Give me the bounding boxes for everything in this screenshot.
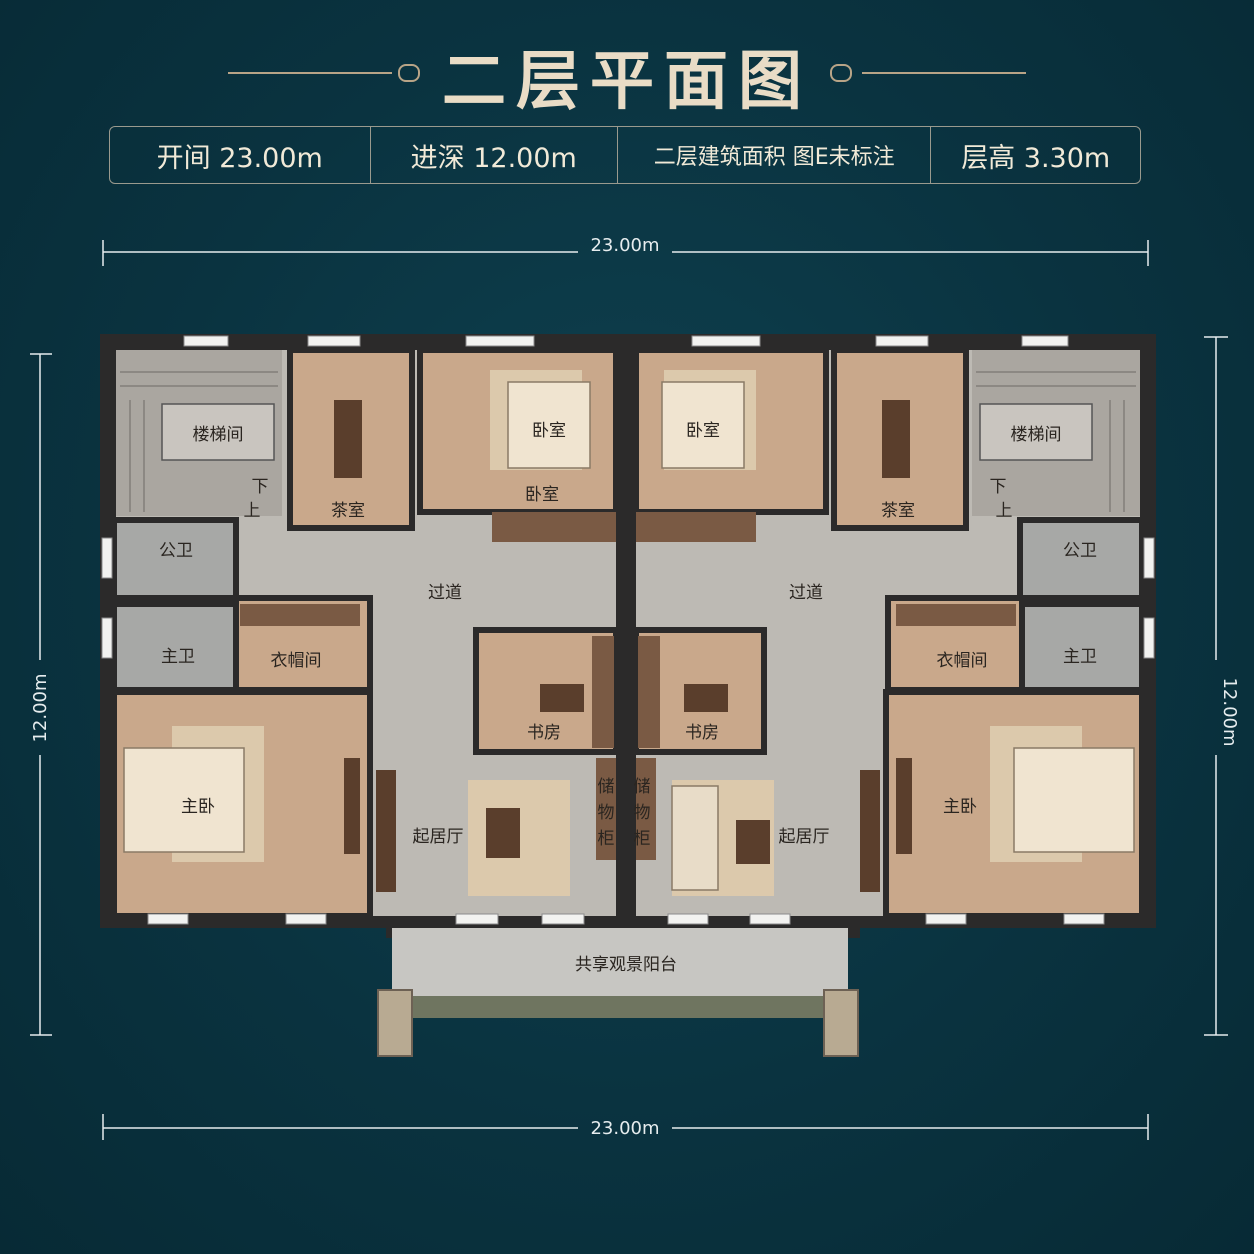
stair-core-left (161, 403, 275, 461)
label-up-left: 上 (244, 501, 261, 521)
label-storage-left-1: 储 (598, 777, 615, 797)
label-living-right: 起居厅 (779, 827, 830, 847)
public-bath-left (111, 517, 239, 601)
stair-steps (120, 371, 1136, 512)
title-rule-right (862, 72, 1026, 74)
label-study-left: 书房 (527, 723, 561, 743)
balcony-planter (412, 996, 824, 1018)
living-right-sofa (671, 785, 719, 891)
label-bedroom-left: 卧室 (525, 485, 559, 505)
public-bath-right (1017, 517, 1145, 601)
label-storage-left-3: 柜 (598, 829, 615, 849)
label-storage-left-2: 物 (598, 803, 615, 823)
label-down-left: 下 (252, 477, 269, 497)
study-right-desk (684, 684, 728, 712)
label-public-bath-right: 公卫 (1063, 541, 1097, 561)
label-bedroom-left-bed: 卧室 (532, 421, 566, 441)
label-study-right: 书房 (685, 723, 719, 743)
label-stair-right: 楼梯间 (1011, 425, 1062, 445)
dimension-bottom (102, 1114, 1149, 1140)
label-bedroom-right-bed: 卧室 (686, 421, 720, 441)
dimension-left (30, 353, 52, 1036)
balcony-pillar-right (823, 989, 859, 1057)
bedroom-right-bed (661, 381, 745, 469)
dimension-right (1204, 336, 1228, 1036)
tea-table-right (882, 400, 910, 478)
study-right-shelf (638, 636, 660, 748)
label-tea-left: 茶室 (331, 501, 365, 521)
study-left-desk (540, 684, 584, 712)
master-left-bed (123, 747, 245, 853)
dim-right-label: 12.00m (1219, 677, 1240, 746)
info-bar: 开间 23.00m 进深 12.00m 二层建筑面积 图E未标注 层高 3.30… (109, 126, 1141, 184)
master-right-tv (896, 758, 912, 854)
storage-right (636, 758, 656, 860)
closet-left-shelf (240, 604, 360, 626)
label-master-right: 主卧 (943, 797, 977, 817)
master-left-tv (344, 758, 360, 854)
living-right-table (736, 820, 770, 864)
balcony-pillar-left (377, 989, 413, 1057)
dim-bottom-label: 23.00m (590, 1118, 659, 1139)
storage-left (596, 758, 616, 860)
master-right-bed (1013, 747, 1135, 853)
label-up-right: 上 (996, 501, 1013, 521)
tea-room-right (831, 347, 969, 531)
label-master-left: 主卧 (181, 797, 215, 817)
dim-left-label: 12.00m (30, 673, 51, 742)
label-public-bath-left: 公卫 (159, 541, 193, 561)
closet-right-shelf (896, 604, 1016, 626)
label-closet-right: 衣帽间 (937, 651, 988, 671)
title-rule-left (228, 72, 392, 74)
living-left-table (486, 808, 520, 858)
dim-top-label: 23.00m (590, 235, 659, 256)
label-master-bath-right: 主卫 (1063, 647, 1097, 667)
study-left-shelf (592, 636, 614, 748)
info-height: 层高 3.30m (961, 142, 1111, 174)
info-width: 开间 23.00m (110, 127, 371, 183)
label-living-left: 起居厅 (413, 827, 464, 847)
living-left-tv (376, 770, 396, 892)
label-storage-right-2: 物 (634, 803, 651, 823)
dimension-top (102, 240, 1149, 266)
label-master-bath-left: 主卫 (161, 647, 195, 667)
label-down-right: 下 (990, 477, 1007, 497)
label-corridor-right: 过道 (789, 583, 823, 603)
windows (101, 335, 1155, 925)
title-ornament-right (830, 64, 852, 82)
label-storage-right-1: 储 (634, 777, 651, 797)
info-depth: 进深 12.00m (371, 127, 619, 183)
tea-table-left (334, 400, 362, 478)
wardrobe-left (492, 512, 616, 542)
page-title: 二层平面图 (442, 44, 812, 119)
label-corridor-left: 过道 (428, 583, 462, 603)
info-area: 二层建筑面积 图E未标注 (618, 127, 932, 183)
label-stair-left: 楼梯间 (193, 425, 244, 445)
label-tea-right: 茶室 (881, 501, 915, 521)
title-ornament-left (398, 64, 420, 82)
bedroom-left-bed (507, 381, 591, 469)
stair-core-right (979, 403, 1093, 461)
label-closet-left: 衣帽间 (271, 651, 322, 671)
label-storage-right-3: 柜 (634, 829, 651, 849)
label-balcony: 共享观景阳台 (575, 955, 677, 975)
center-wall (616, 334, 636, 928)
living-right-tv (860, 770, 880, 892)
wardrobe-right (636, 512, 756, 542)
